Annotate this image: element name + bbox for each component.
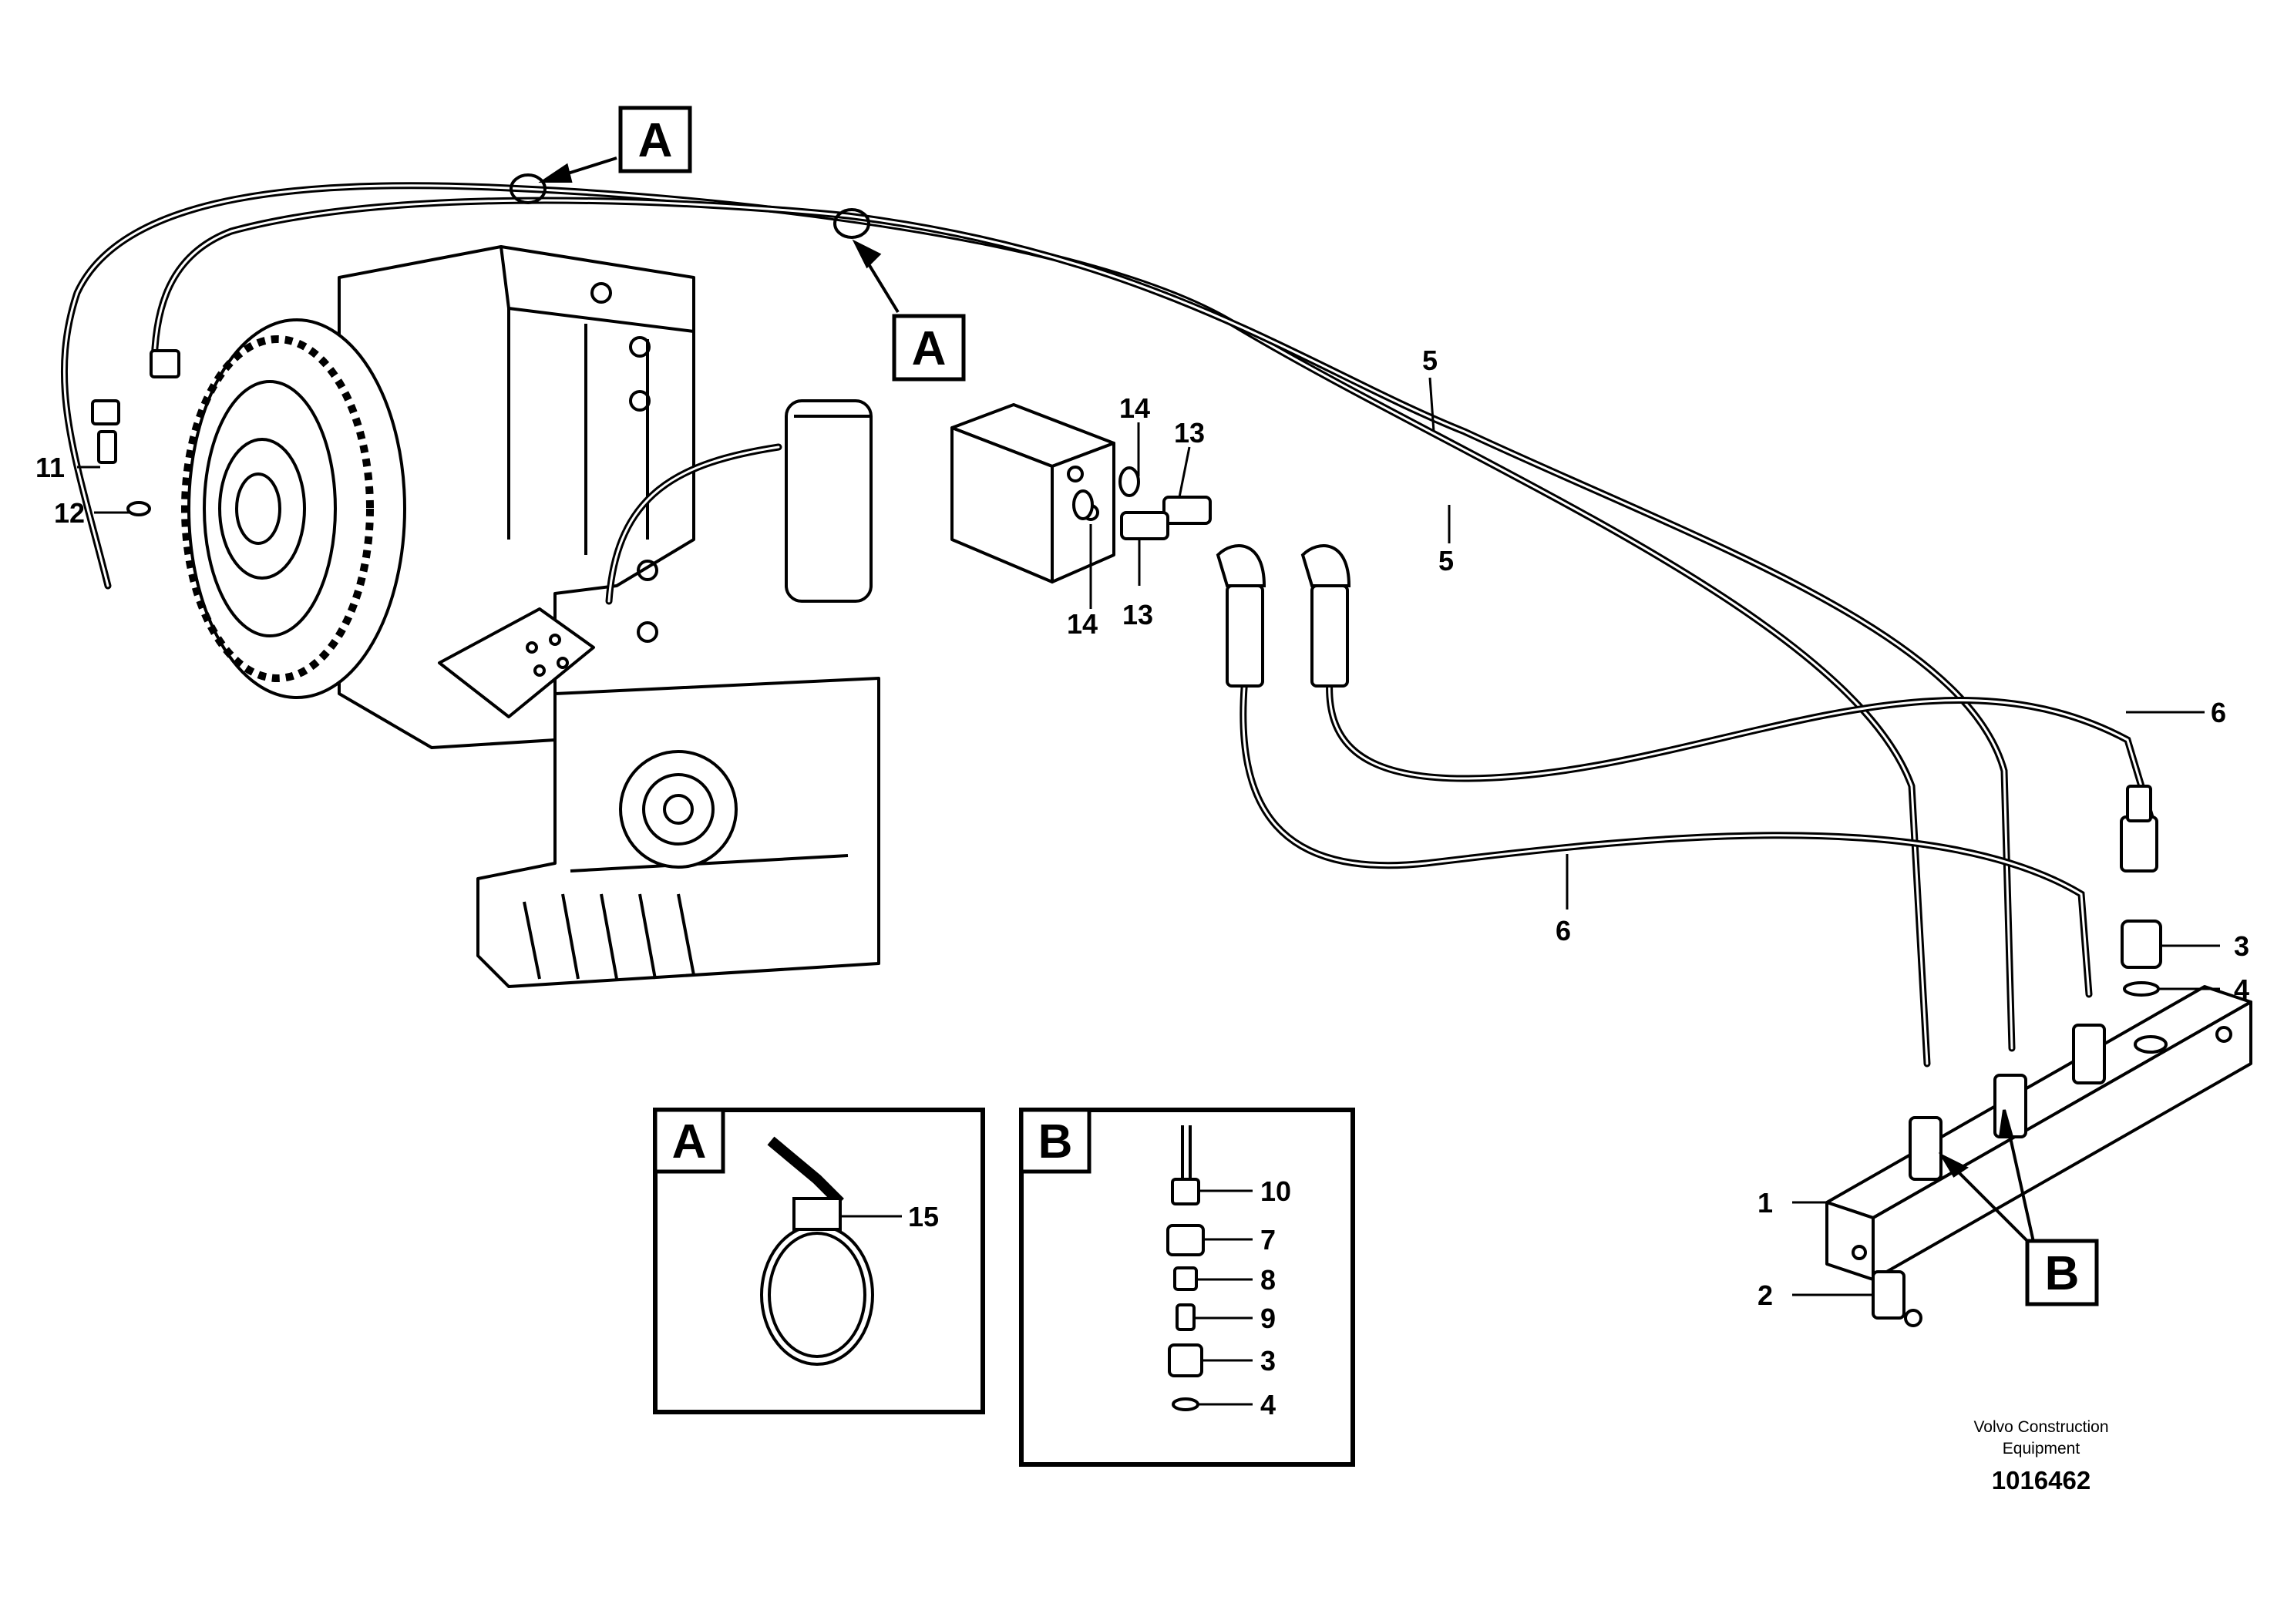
svg-text:B: B	[1038, 1115, 1073, 1168]
callout-11: 11	[35, 452, 65, 483]
callout-labels: 1 2 3 4 5 5 6 6 11 12 13 13 14 14	[35, 345, 2249, 1311]
callout-14-lower: 14	[1067, 608, 1098, 640]
svg-text:Equipment: Equipment	[2003, 1440, 2080, 1458]
callout-12: 12	[54, 497, 85, 529]
callout-5-lower: 5	[1438, 545, 1454, 577]
callout-5-upper: 5	[1422, 345, 1438, 376]
view-marker-b-main: B	[2025, 1239, 2099, 1306]
detail-b-panel: B 10 7 8 9 3 4	[1019, 1108, 1355, 1467]
callout-13-lower: 13	[1122, 599, 1153, 630]
leader-lines	[77, 377, 2220, 1296]
callout-b-7: 7	[1260, 1224, 1276, 1256]
flywheel-ring-gear	[181, 318, 406, 699]
callout-13-upper: 13	[1174, 417, 1205, 449]
left-fittings	[91, 349, 180, 516]
valve-adapters	[1072, 466, 1212, 540]
svg-text:B: B	[2045, 1247, 2080, 1300]
callout-6-right: 6	[2211, 697, 2226, 728]
callout-1: 1	[1758, 1187, 1773, 1219]
callout-4: 4	[2234, 973, 2249, 1005]
part-number: 1016462	[1992, 1466, 2090, 1495]
publisher-credit: Volvo Construction Equipment 1016462	[1973, 1418, 2108, 1495]
detail-a-panel: A 15	[653, 1108, 985, 1414]
view-marker-a-mid: A	[892, 314, 966, 382]
detail-b-leaders	[1194, 1189, 1253, 1406]
svg-text:A: A	[638, 114, 673, 167]
callout-b-10: 10	[1260, 1175, 1291, 1207]
transmission-housing	[338, 245, 880, 988]
callout-b-9: 9	[1260, 1303, 1276, 1334]
svg-text:Volvo Construction: Volvo Construction	[1973, 1418, 2108, 1436]
svg-text:A: A	[672, 1115, 707, 1168]
hose-clamps	[510, 173, 870, 239]
callout-6-lower: 6	[1556, 915, 1571, 946]
callout-b-3: 3	[1260, 1345, 1276, 1377]
fitting-stack-detail	[1166, 1125, 1205, 1411]
marker-arrows	[538, 156, 2037, 1250]
callout-14-upper: 14	[1119, 392, 1150, 424]
callout-b-4: 4	[1260, 1389, 1276, 1421]
hose-lines	[60, 182, 2154, 1068]
callout-15: 15	[908, 1201, 939, 1232]
view-marker-a-top: A	[618, 106, 692, 173]
callout-2: 2	[1758, 1279, 1773, 1311]
svg-text:A: A	[912, 322, 947, 375]
hose-clamp-detail	[760, 1136, 874, 1366]
callout-b-8: 8	[1260, 1264, 1276, 1296]
callout-3: 3	[2234, 930, 2249, 962]
hose-fittings-6	[1216, 544, 1351, 688]
